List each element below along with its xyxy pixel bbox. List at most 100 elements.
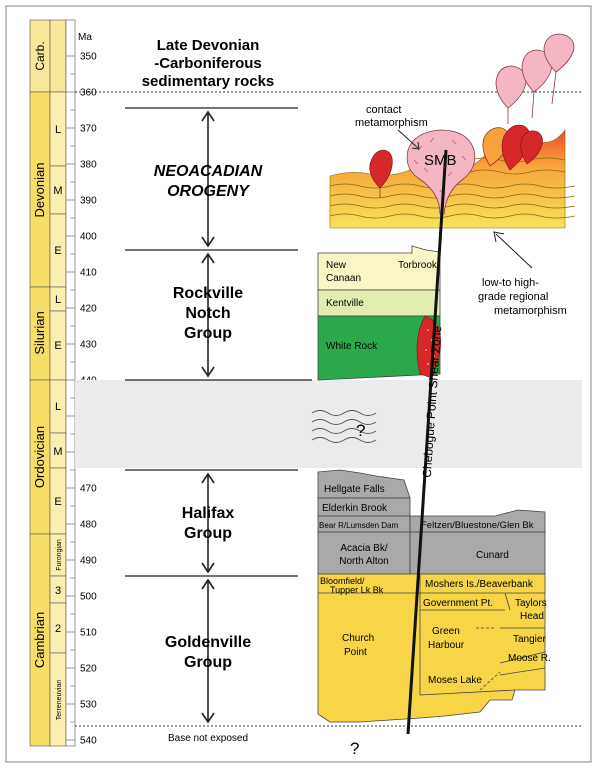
- tick-label: 530: [80, 700, 97, 711]
- svg-text:OROGENY: OROGENY: [167, 183, 250, 200]
- smb-granite: [406, 129, 476, 215]
- rising-plutons: [495, 33, 575, 124]
- svg-text:Goldenville: Goldenville: [165, 634, 251, 651]
- unknown-ordovician: ?: [356, 421, 365, 440]
- epoch-ord-l: L: [55, 401, 61, 413]
- tick-label: 350: [80, 52, 97, 63]
- tick-label: 400: [80, 232, 97, 243]
- unit-moses: Moses Lake: [428, 675, 482, 686]
- unit-church-2: Point: [344, 647, 367, 658]
- unit-torbrook: Torbrook: [398, 260, 438, 271]
- contact-arrow: [397, 129, 420, 150]
- regional-label-3: metamorphism: [494, 305, 567, 317]
- period-carb: Carb.: [33, 41, 47, 70]
- unit-acacia-1: Acacia Bk/: [340, 543, 387, 554]
- rockville-label: Rockville Notch Group: [173, 285, 243, 342]
- range-arrows: [201, 110, 215, 724]
- unit-acacia-2: North Alton: [339, 556, 388, 567]
- epoch-cam-terreneuvian: Terreneuvian: [56, 680, 63, 721]
- period-devonian: Devonian: [32, 163, 47, 218]
- contact-label-1: contact: [366, 104, 401, 116]
- unit-cunard: Cunard: [476, 550, 509, 561]
- tick-label: 480: [80, 520, 97, 531]
- unit-tangier: Tangier: [513, 634, 546, 645]
- unknown-base: ?: [350, 739, 359, 758]
- unit-moose: Moose R.: [508, 653, 551, 664]
- goldenville-label: Goldenville Group: [165, 634, 251, 671]
- late-devonian-label: Late Devonian -Carboniferous sedimentary…: [142, 37, 275, 90]
- epoch-ord-e: E: [54, 496, 61, 508]
- regional-arrow: [493, 231, 533, 269]
- unit-green-1: Green: [432, 626, 460, 637]
- epoch-sil-l: L: [55, 294, 61, 306]
- svg-text:sedimentary rocks: sedimentary rocks: [142, 73, 275, 90]
- svg-text:Notch: Notch: [185, 305, 230, 322]
- tick-label: 360: [80, 88, 97, 99]
- tick-label: 370: [80, 124, 97, 135]
- tick-label: 430: [80, 340, 97, 351]
- unit-taylors-2: Head: [520, 611, 544, 622]
- tick-label: 510: [80, 628, 97, 639]
- epoch-ord-m: M: [53, 446, 62, 458]
- tick-label: 390: [80, 196, 97, 207]
- unit-white-rock: White Rock: [326, 341, 378, 352]
- epoch-cam-3: 3: [55, 585, 61, 597]
- svg-text:Halifax: Halifax: [182, 505, 235, 522]
- tick-label: 410: [80, 268, 97, 279]
- ordovician-gap-band: [75, 380, 582, 468]
- tick-label: 520: [80, 664, 97, 675]
- unit-taylors-1: Taylors: [515, 598, 547, 609]
- svg-text:Group: Group: [184, 654, 232, 671]
- regional-label-1: low-to high-: [482, 277, 539, 289]
- figure-border: [5, 5, 592, 763]
- unit-new-canaan-1: New: [326, 260, 347, 271]
- unit-bloomfield-2: Tupper Lk Bk: [330, 585, 384, 595]
- unit-elderkin: Elderkin Brook: [322, 503, 388, 514]
- unit-bear-r: Bear R/Lumsden Dam: [319, 521, 398, 530]
- epoch-dev-l: L: [55, 124, 61, 136]
- tick-label: 420: [80, 304, 97, 315]
- epoch-cam-furongian: Furongian: [56, 539, 63, 571]
- tick-label: 540: [80, 736, 97, 747]
- shear-zone-line: [406, 149, 448, 735]
- base-not-exposed: Base not exposed: [168, 733, 248, 744]
- svg-text:Group: Group: [184, 325, 232, 342]
- orogeny-label: NEOACADIAN OROGENY: [154, 163, 263, 200]
- tick-label: 500: [80, 592, 97, 603]
- unit-moshers: Moshers Is./Beaverbank: [425, 579, 534, 590]
- halifax-label: Halifax Group: [182, 505, 235, 542]
- period-ordovician: Ordovician: [32, 426, 47, 488]
- halifax-column: [317, 469, 546, 575]
- goldenville-column: [317, 573, 546, 723]
- unit-government: Government Pt.: [423, 598, 493, 609]
- axis-unit-label: Ma: [78, 32, 92, 43]
- svg-text:NEOACADIAN: NEOACADIAN: [154, 163, 263, 180]
- svg-text:-Carboniferous: -Carboniferous: [154, 55, 262, 72]
- unit-bloomfield-1: Bloomfield/: [320, 576, 365, 586]
- smb-label: SMB: [424, 152, 457, 169]
- regional-label-2: grade regional: [478, 291, 548, 303]
- epoch-dev-m: M: [53, 185, 62, 197]
- tick-label: 490: [80, 556, 97, 567]
- unit-feltzen: Feltzen/Bluestone/Glen Bk: [421, 520, 534, 531]
- period-silurian: Silurian: [32, 311, 47, 354]
- unconformity-waves: [311, 410, 377, 443]
- epoch-sil-e: E: [54, 340, 61, 352]
- unit-kentville: Kentville: [326, 298, 364, 309]
- unit-green-2: Harbour: [428, 640, 465, 651]
- tick-label: 380: [80, 160, 97, 171]
- contact-label-2: metamorphism: [355, 117, 428, 129]
- unit-new-canaan-2: Canaan: [326, 273, 361, 284]
- time-scale: [29, 19, 76, 747]
- rockville-column: [317, 245, 441, 381]
- tick-label: 470: [80, 484, 97, 495]
- svg-text:Late Devonian: Late Devonian: [157, 37, 260, 54]
- svg-text:Rockville: Rockville: [173, 285, 243, 302]
- epoch-dev-e: E: [54, 245, 61, 257]
- period-cambrian: Cambrian: [32, 612, 47, 668]
- smb-texture: [413, 137, 467, 195]
- svg-text:Group: Group: [184, 525, 232, 542]
- epoch-cam-2: 2: [55, 623, 61, 635]
- plutons: [369, 124, 543, 198]
